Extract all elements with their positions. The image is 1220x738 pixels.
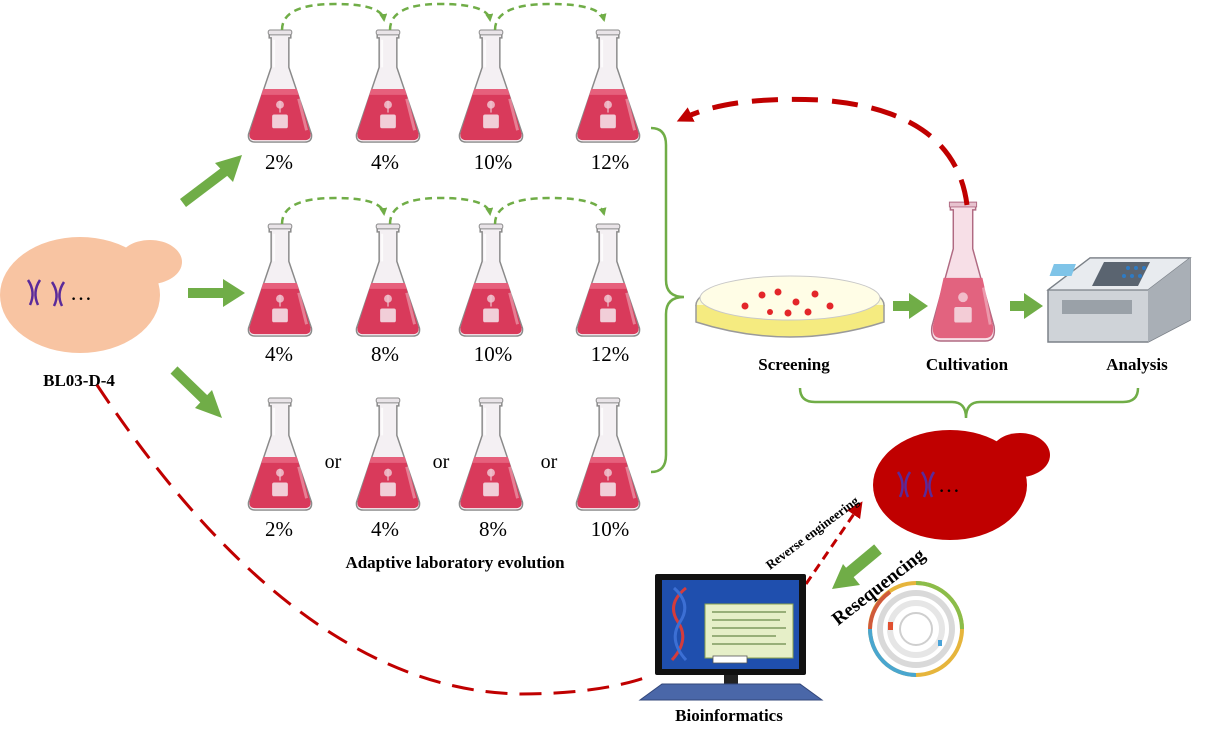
flask-icon — [574, 28, 642, 144]
ale-title: Adaptive laboratory evolution — [345, 553, 565, 572]
computer-monitor-icon — [638, 574, 824, 701]
concentration-label: 12% — [591, 150, 630, 174]
or-label: or — [541, 451, 558, 473]
steps-brace — [798, 387, 1140, 419]
or-labels: or or or — [325, 451, 558, 473]
concentration-label: 2% — [265, 517, 293, 541]
flask-icon — [457, 396, 525, 512]
concentration-label: 4% — [371, 517, 399, 541]
branch-arrow-bottom — [170, 366, 222, 418]
screening-label: Screening — [758, 355, 830, 374]
genome-circos-icon — [868, 581, 964, 677]
flask-icon — [246, 396, 314, 512]
flask-icon — [574, 396, 642, 512]
flask-icon — [354, 396, 422, 512]
transfer-arcs-row-2 — [280, 196, 607, 225]
concentration-label: 10% — [474, 150, 513, 174]
chromosome-icon — [26, 279, 66, 307]
flask-icon — [457, 28, 525, 144]
arrow-screening-to-cultivation — [893, 293, 928, 319]
collect-brace — [650, 126, 685, 474]
evolved-strain-cell: … — [873, 430, 1050, 540]
concentration-labels-row-1: 2% 4% 10% 12% — [265, 150, 629, 174]
concentration-labels-row-3: 2% 4% 8% 10% — [265, 517, 629, 541]
parent-cell-ellipsis: … — [70, 280, 92, 305]
concentration-label: 10% — [591, 517, 630, 541]
analysis-label: Analysis — [1106, 355, 1168, 374]
or-label: or — [325, 451, 342, 473]
or-label: or — [433, 451, 450, 473]
reverse-engineering-label: Reverse engineering — [763, 493, 862, 573]
transfer-arcs-row-1 — [280, 2, 607, 31]
concentration-label: 8% — [371, 342, 399, 366]
flask-icon — [354, 222, 422, 338]
reverse-engineering-arrow — [804, 501, 863, 585]
bioinformatics-label: Bioinformatics — [675, 706, 783, 725]
cultivation-label: Cultivation — [926, 355, 1009, 374]
strain-name: BL03-D-4 — [43, 371, 115, 390]
flask-icon — [574, 222, 642, 338]
cultivation-flask-icon — [930, 200, 996, 343]
arrow-cultivation-to-analysis — [1010, 293, 1043, 319]
concentration-label: 8% — [479, 517, 507, 541]
mutant-cell-ellipsis: … — [938, 472, 960, 497]
flask-icon — [246, 222, 314, 338]
parent-strain-cell: … — [0, 237, 182, 353]
concentration-label: 12% — [591, 342, 630, 366]
flask-icon — [457, 222, 525, 338]
concentration-labels-row-2: 4% 8% 10% 12% — [265, 342, 629, 366]
chromosome-icon — [896, 471, 936, 498]
branch-arrow-top — [179, 155, 242, 207]
branch-arrow-middle — [188, 279, 245, 307]
parent-to-bioinformatics-arrow — [95, 384, 651, 696]
iteration-loop-arrow — [676, 96, 970, 206]
analyzer-icon — [1046, 257, 1192, 343]
concentration-label: 4% — [371, 150, 399, 174]
concentration-label: 4% — [265, 342, 293, 366]
flask-icon — [354, 28, 422, 144]
concentration-label: 10% — [474, 342, 513, 366]
flask-icon — [246, 28, 314, 144]
resequencing-arrow — [832, 544, 882, 589]
concentration-label: 2% — [265, 150, 293, 174]
petri-dish-icon — [695, 275, 885, 338]
dna-helix-icon — [670, 586, 688, 662]
flask-row-1 — [246, 28, 642, 144]
flask-row-2 — [246, 222, 642, 338]
